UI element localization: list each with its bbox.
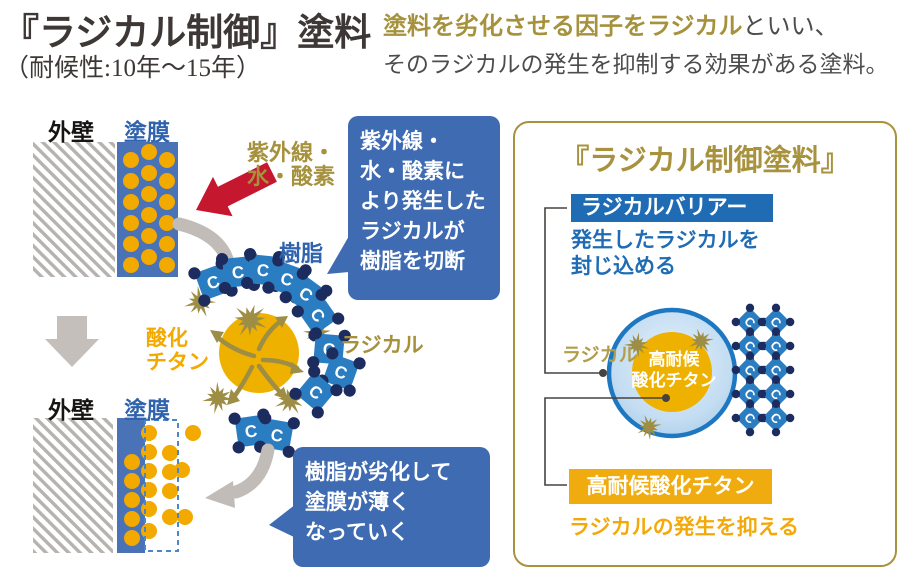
connector-dot-barrier	[599, 369, 607, 377]
callout-bottom-tail	[269, 504, 296, 538]
molecule-letter: C	[231, 263, 245, 283]
film-label-bottom: 塗膜	[124, 397, 170, 423]
durable-titanium-box: 高耐候酸化チタン	[569, 469, 772, 504]
progression-arrow	[45, 316, 99, 367]
film-label-top: 塗膜	[124, 119, 170, 145]
description-rest: といい、	[742, 14, 839, 40]
pigment-dots-top	[123, 144, 175, 273]
pigment-dots-bottom	[124, 425, 201, 546]
durable-titanium-core-label: 高耐候 酸化チタン	[631, 350, 717, 390]
radical-control-panel: 『ラジカル制御塗料』 ラジカルバリアー 発生したラジカルを 封じ込める ラジカル…	[513, 121, 897, 567]
radical-starburst	[624, 332, 650, 358]
wall-label-top: 外壁	[48, 119, 94, 145]
degrade-flow-arrow-bottom	[205, 443, 275, 508]
radical-label: ラジカル	[340, 334, 424, 357]
titanium-description: ラジカルの発生を抑える	[569, 516, 799, 539]
uv-water-oxygen-label: 紫外線・ 水・酸素	[246, 140, 335, 189]
callout-film-thins: 樹脂が劣化して 塗膜が薄く なっていく	[293, 447, 490, 567]
resin-label: 樹脂	[279, 241, 324, 266]
radical-starburst	[234, 304, 267, 336]
molecule-letter: C	[244, 421, 259, 442]
molecule-unit: C	[291, 288, 345, 342]
titanium-oxide-circle	[219, 313, 299, 393]
description-highlight: 塗料を劣化させる因子をラジカル	[383, 13, 743, 40]
radical-starburst	[202, 381, 235, 414]
molecule-letter: C	[269, 425, 284, 446]
page-subtitle: （耐候性:10年〜15年）	[4, 55, 261, 82]
molecule-letter: C	[278, 269, 296, 291]
wall-label-bottom: 外壁	[48, 397, 94, 423]
trapped-radical-starbursts	[624, 328, 714, 440]
panel-title: 『ラジカル制御塗料』	[560, 145, 850, 177]
callout-radical-cuts-resin: 紫外線・ 水・酸素に より発生した ラジカルが 樹脂を切断	[348, 116, 500, 300]
radical-barrier-box: ラジカルバリアー	[571, 194, 773, 222]
radical-starburst	[689, 328, 714, 352]
molecule-unit: C	[757, 327, 795, 365]
description-line2: そのラジカルの発生を抑制する効果がある塗料。	[383, 52, 889, 77]
original-film-outline	[144, 419, 179, 552]
description: 塗料を劣化させる因子をラジカルといい、 そのラジカルの発生を抑制する効果がある塗…	[383, 9, 898, 82]
molecule-unit: C	[289, 365, 343, 419]
molecule-letter: C	[332, 362, 350, 384]
molecule-letter: C	[256, 261, 270, 281]
wall-top	[33, 142, 115, 277]
titanium-oxide-label: 酸化 チタン	[146, 327, 209, 374]
connector-lines	[544, 207, 664, 486]
radical-starburst	[637, 414, 662, 440]
wall-bottom	[33, 418, 113, 553]
radical-emission-arrowheads	[210, 316, 304, 405]
description-line1: 塗料を劣化させる因子をラジカルといい、	[383, 9, 898, 47]
uv-attack-arrow	[196, 162, 277, 217]
panel-radical-label: ラジカル	[562, 345, 638, 366]
connector-dot-titanium	[662, 394, 670, 402]
callout-top-tail	[327, 236, 349, 274]
molecule-unit: C	[757, 399, 795, 437]
molecule-letter: C	[204, 272, 222, 294]
molecule-unit: C	[757, 351, 795, 389]
barrier-description: 発生したラジカルを 封じ込める	[571, 229, 760, 278]
page-title: 『ラジカル制御』塗料	[2, 13, 372, 54]
durable-titanium-circle	[632, 332, 712, 412]
